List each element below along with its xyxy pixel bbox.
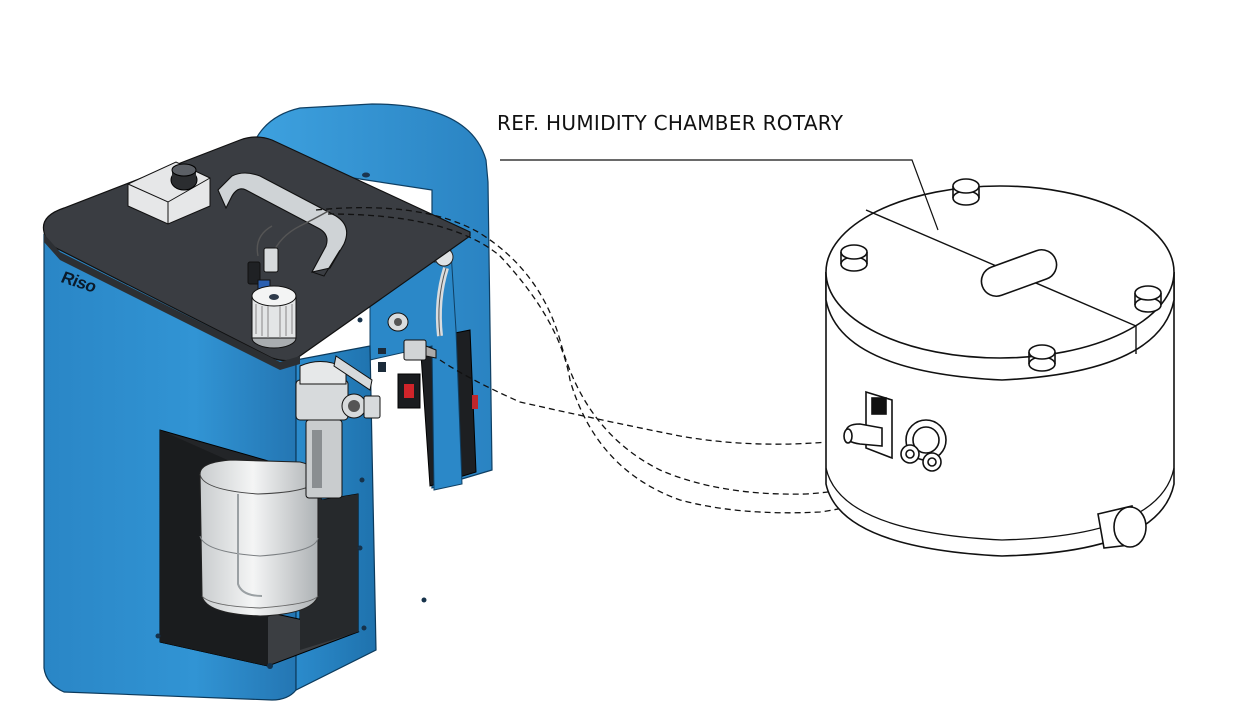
handle-icon	[217, 172, 348, 277]
callout-label: REF. HUMIDITY CHAMBER ROTARY	[497, 111, 844, 135]
callout-leader	[500, 159, 939, 231]
timer-knob-icon	[127, 161, 211, 225]
bottom-knob-icon	[1097, 505, 1147, 549]
humidifier-unit-icon	[42, 103, 493, 701]
lid-feet-icon	[840, 178, 1162, 372]
pump-icon	[295, 355, 381, 499]
humidity-chamber-icon	[825, 178, 1175, 557]
filler-cap-icon	[251, 285, 297, 349]
side-module-red-led	[472, 395, 478, 409]
control-panel-icon	[155, 312, 437, 669]
tube-3	[439, 359, 849, 445]
lid-slot	[980, 248, 1058, 298]
tube-1	[315, 206, 909, 495]
tube-connection-icon	[315, 206, 919, 514]
back-screw	[362, 172, 370, 178]
tube-2	[327, 213, 919, 514]
chamber-port-panel-icon	[843, 390, 947, 472]
water-jar-icon	[199, 459, 319, 617]
